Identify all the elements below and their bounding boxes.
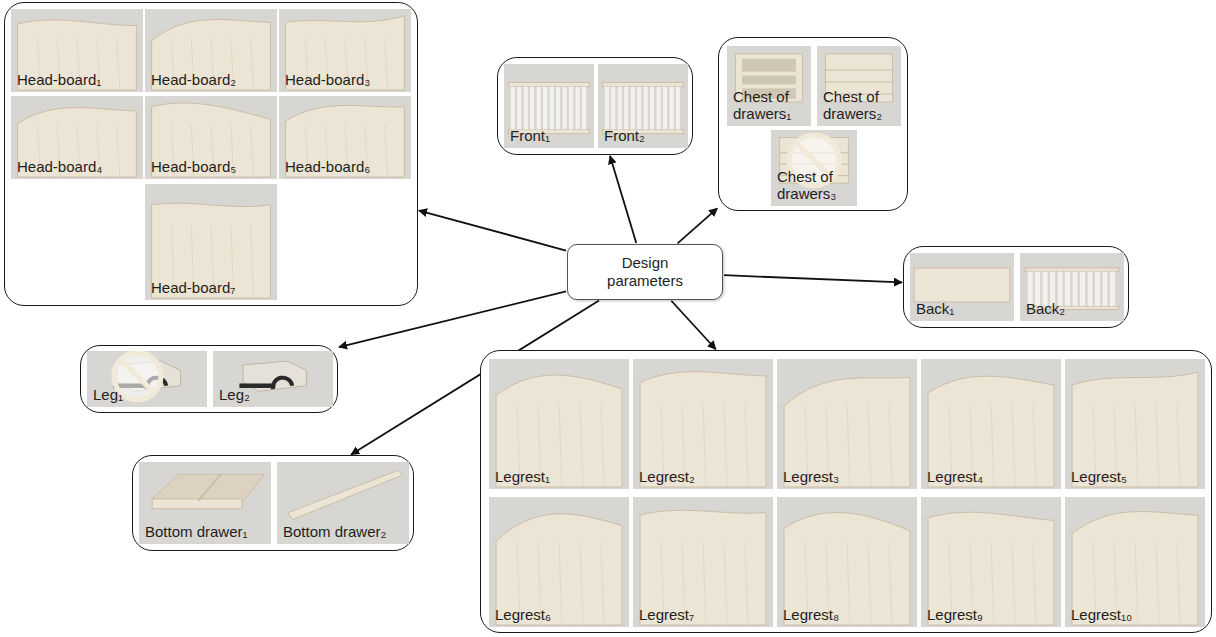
option-tile: Chest of drawers₁ — [727, 46, 811, 126]
option-label: Legrest₇ — [639, 606, 769, 623]
option-tile: Head-board₁ — [11, 9, 143, 92]
option-tile: Legrest₂ — [633, 359, 773, 489]
option-tile: Head-board₃ — [279, 9, 411, 92]
connector-arrow — [671, 301, 715, 350]
connector-arrow — [610, 156, 636, 243]
option-tile: Chest of drawers₂ — [817, 46, 901, 126]
option-tile: Legrest₅ — [1065, 359, 1205, 489]
option-label: Head-board₃ — [285, 71, 407, 88]
option-tile: Legrest₃ — [777, 359, 917, 489]
parameter-group: Head-board₁ Head-board₂ Head-board₃ Head-bo… — [4, 2, 418, 306]
option-label: Head-board₂ — [151, 71, 273, 88]
option-tile: Legrest₁₀ — [1065, 497, 1205, 627]
option-label: Chest of drawers₂ — [823, 88, 897, 122]
root-box: Design parameters — [567, 244, 723, 300]
connector-arrow — [419, 211, 566, 251]
option-tile: Head-board₇ — [145, 184, 277, 300]
option-tile: Head-board₂ — [145, 9, 277, 92]
option-label: Chest of drawers₁ — [733, 88, 807, 122]
option-tile: Head-board₆ — [279, 96, 411, 179]
option-label: Legrest₁₀ — [1071, 606, 1201, 623]
option-label: Back₂ — [1026, 300, 1120, 317]
option-label: Head-board₅ — [151, 158, 273, 175]
option-tile: Back₁ — [910, 253, 1014, 321]
option-label: Legrest₄ — [927, 468, 1057, 485]
option-label: Legrest₅ — [1071, 468, 1201, 485]
option-tile: Front₁ — [504, 64, 594, 148]
option-label: Front₁ — [510, 127, 590, 144]
parameter-group: Front₁ Front₂ — [497, 57, 693, 155]
option-tile: Legrest₈ — [777, 497, 917, 627]
option-tile: Chest of drawers₃ — [771, 130, 857, 206]
connector-arrow — [724, 275, 902, 282]
option-label: Legrest₈ — [783, 606, 913, 623]
parameter-group: Chest of drawers₁ Chest of drawers₂ Chest … — [718, 37, 908, 211]
option-label: Legrest₂ — [639, 468, 769, 485]
option-label: Legrest₁ — [495, 468, 625, 485]
option-label: Head-board₁ — [17, 71, 139, 88]
option-label: Head-board₇ — [151, 279, 273, 296]
option-label: Back₁ — [916, 300, 1010, 317]
option-label: Bottom drawer₂ — [283, 523, 405, 540]
option-tile: Head-board₅ — [145, 96, 277, 179]
option-tile: Bottom drawer₁ — [139, 462, 271, 544]
option-label: Legrest₃ — [783, 468, 913, 485]
option-tile: Legrest₉ — [921, 497, 1061, 627]
connector-arrow — [678, 208, 718, 243]
option-tile: Bottom drawer₂ — [277, 462, 409, 544]
option-label: Bottom drawer₁ — [145, 523, 267, 540]
option-label: Leg₁ — [93, 386, 203, 403]
option-tile: Legrest₄ — [921, 359, 1061, 489]
option-tile: Back₂ — [1020, 253, 1124, 321]
option-tile: Legrest₇ — [633, 497, 773, 627]
option-tile: Leg₁ — [87, 351, 207, 407]
option-label: Front₂ — [604, 127, 684, 144]
option-label: Legrest₆ — [495, 606, 625, 623]
root-label: Design parameters — [597, 254, 693, 290]
parameter-group: Leg₁ Leg₂ — [80, 345, 338, 413]
option-tile: Head-board₄ — [11, 96, 143, 179]
option-tile: Legrest₆ — [489, 497, 629, 627]
option-tile: Leg₂ — [213, 351, 333, 407]
option-label: Head-board₆ — [285, 158, 407, 175]
option-label: Chest of drawers₃ — [777, 168, 853, 202]
option-tile: Front₂ — [598, 64, 688, 148]
parameter-group: Legrest₁ Legrest₂ Legrest₃ Legrest₄ Legrest₅… — [480, 350, 1212, 633]
option-label: Leg₂ — [219, 386, 329, 403]
option-label: Legrest₉ — [927, 606, 1057, 623]
option-label: Head-board₄ — [17, 158, 139, 175]
parameter-group: Bottom drawer₁ Bottom drawer₂ — [132, 455, 414, 551]
parameter-group: Back₁ Back₂ — [903, 246, 1129, 328]
option-tile: Legrest₁ — [489, 359, 629, 489]
